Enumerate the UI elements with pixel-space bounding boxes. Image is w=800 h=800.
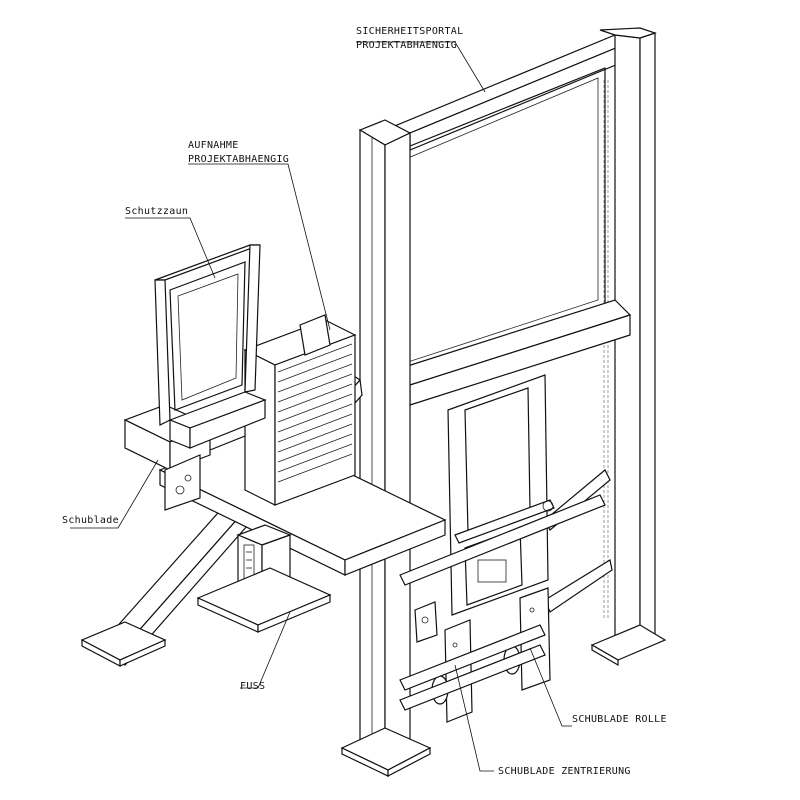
protective-fence <box>154 244 267 449</box>
label-aufnahme: AUFNAHME <box>188 140 239 151</box>
rack-slats <box>277 343 353 483</box>
label-sicherheitsportal: SICHERHEITSPORTAL <box>356 26 463 37</box>
portal-front-post <box>340 119 432 777</box>
machine-table <box>123 314 447 633</box>
leader-lines <box>70 41 572 772</box>
rack-slat <box>277 363 353 393</box>
rack-slat <box>277 353 353 383</box>
rack-slat <box>277 383 353 413</box>
rack-slat <box>277 373 353 403</box>
rack-slat <box>277 423 353 453</box>
rack-slat <box>277 343 353 373</box>
rack-slat <box>277 453 353 483</box>
label-schublade-rolle: SCHUBLADE ROLLE <box>572 714 667 725</box>
drawer-center-unit <box>399 374 606 723</box>
label-sicherheitsportal-sub: PROJEKTABHAENGIG <box>356 40 457 51</box>
label-schutzzaun: Schutzzaun <box>125 206 188 217</box>
rack-slat <box>277 393 353 423</box>
safety-portal <box>382 27 667 667</box>
rack-slat <box>277 413 353 443</box>
labels: SICHERHEITSPORTAL PROJEKTABHAENGIG AUFNA… <box>62 26 667 777</box>
label-schublade-zentrierung: SCHUBLADE ZENTRIERUNG <box>498 766 631 777</box>
label-aufnahme-sub: PROJEKTABHAENGIG <box>188 154 289 165</box>
rack-slat <box>277 443 353 473</box>
rack-slat <box>277 433 353 463</box>
label-fuss: FUSS <box>240 681 265 692</box>
rack-slat <box>277 403 353 433</box>
label-schublade: Schublade <box>62 515 119 526</box>
